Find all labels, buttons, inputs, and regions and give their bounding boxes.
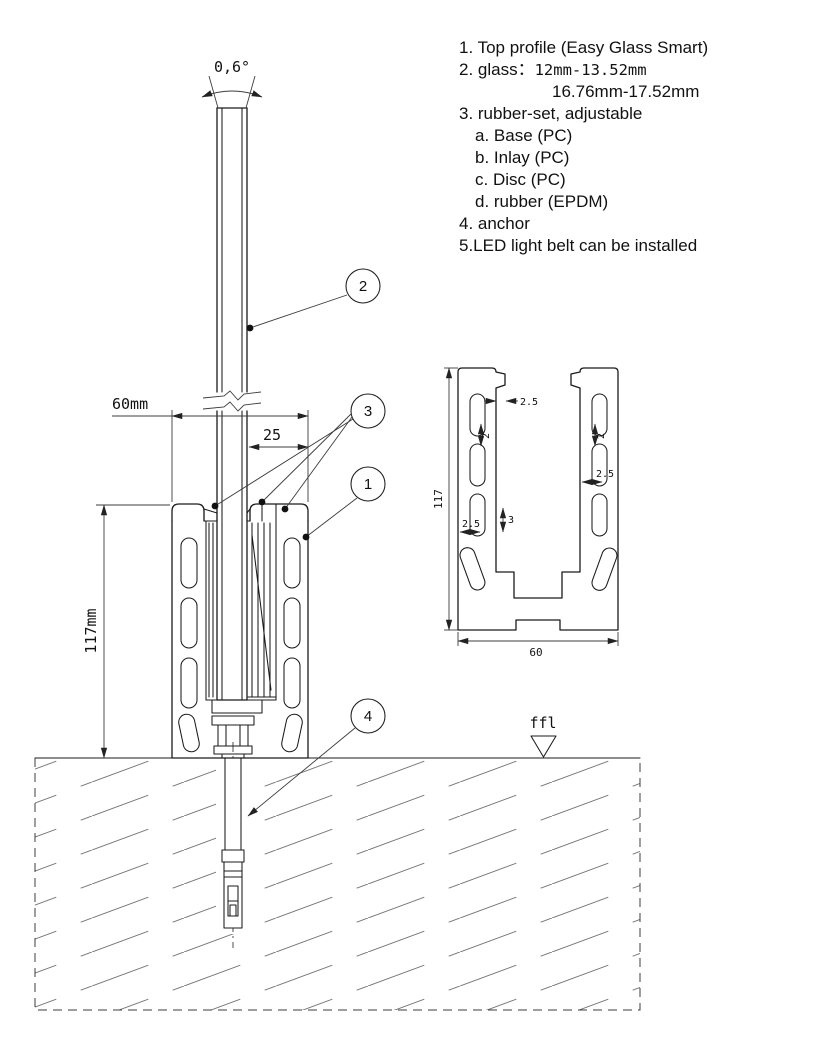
callout-4-number: 4 <box>364 708 372 725</box>
leader-line <box>247 727 356 817</box>
wall-slot <box>283 537 301 589</box>
dimension-offset-25: 25 <box>248 426 309 451</box>
wall-slot <box>180 537 198 589</box>
legend-item-rubber-disc: c. Disc (PC) <box>475 170 566 189</box>
rubber-gasket-left <box>203 508 218 522</box>
detail-dim-rib-right-2: 2 <box>596 433 607 439</box>
section-slot <box>591 547 618 591</box>
section-slot <box>469 393 486 437</box>
callout-circle <box>345 268 381 304</box>
dimension-width-60mm: 60mm <box>112 395 309 502</box>
wall-slot <box>180 597 198 649</box>
concrete-hatch-fill <box>35 758 640 1010</box>
ffl-label: ffl <box>529 714 556 732</box>
legend-item-led: 5.LED light belt can be installed <box>459 236 698 255</box>
legend-glass-range-1: 12mm-13.52mm <box>534 61 647 79</box>
callout-rubber-set: 3 <box>211 393 386 513</box>
detail-dim-117: 117 <box>432 489 445 509</box>
break-line <box>202 390 262 401</box>
ffl-triangle-icon <box>530 735 557 758</box>
callout-circle <box>350 698 386 734</box>
washer-upper <box>211 715 255 726</box>
section-slot <box>591 393 608 437</box>
section-slot <box>591 493 608 537</box>
legend-glass-range-2: 16.76mm-17.52mm <box>552 82 700 101</box>
angle-arc <box>201 90 263 98</box>
base-channel-profile <box>171 503 309 759</box>
legend-item-rubber-set: 3. rubber-set, adjustable <box>459 104 643 123</box>
callout-2-number: 2 <box>359 278 367 295</box>
anchor-rod <box>224 757 242 851</box>
wall-slot <box>283 657 301 709</box>
dim-60mm-label: 60mm <box>112 395 148 413</box>
callout-anchor: 4 <box>247 698 386 817</box>
section-slot <box>469 493 486 537</box>
setting-block <box>211 699 263 714</box>
angle-label: 0,6° <box>214 58 250 76</box>
detail-cross-section <box>457 367 619 631</box>
legend: 1. Top profile (Easy Glass Smart) 2. gla… <box>459 37 811 257</box>
section-slot <box>459 547 486 591</box>
break-line <box>202 401 262 412</box>
detail-dim-rib-left-2: 2 <box>481 433 492 439</box>
dimension-height-117mm: 117mm <box>82 504 170 759</box>
detail-dim-wall-right-2-5: 2.5 <box>596 469 614 480</box>
legend-glass-label: 2. glass： <box>459 60 535 79</box>
callout-circle <box>350 466 386 502</box>
callout-3-number: 3 <box>364 403 372 420</box>
channel-right-lip <box>249 503 309 522</box>
channel-section-outline <box>457 367 619 631</box>
angle-annotation: 0,6° <box>201 58 263 109</box>
detail-dimensions: 117 60 2.5 2 2 2.5 2.5 3 <box>432 367 619 659</box>
leader-line <box>281 416 353 513</box>
leader-line <box>246 294 348 332</box>
wall-slot <box>178 713 200 753</box>
detail-dim-lip-2-5: 2.5 <box>520 397 538 408</box>
leader-line <box>302 497 358 541</box>
legend-item-rubber-base: a. Base (PC) <box>475 126 573 145</box>
detail-dim-rib-3: 3 <box>508 515 514 526</box>
legend-item-rubber-inlay: b. Inlay (PC) <box>475 148 570 167</box>
ground-hatch <box>34 757 641 1011</box>
dim-117mm-label: 117mm <box>82 608 100 653</box>
ground-dashed-border <box>34 758 641 1011</box>
channel-outer-walls <box>171 520 309 759</box>
section-slot <box>469 443 486 487</box>
legend-item-glass: 2. glass：12mm-13.52mm <box>459 59 811 81</box>
anchor-sleeve <box>223 861 243 929</box>
channel-left-lip <box>171 503 205 522</box>
detail-dim-wall-left-2-5: 2.5 <box>462 519 480 530</box>
wall-slot <box>283 597 301 649</box>
legend-item-top-profile: 1. Top profile (Easy Glass Smart) <box>459 38 709 57</box>
leader-line <box>211 418 354 510</box>
leader-line <box>258 413 352 506</box>
detail-dim-60: 60 <box>529 646 542 659</box>
anchor-collar <box>221 849 245 863</box>
callout-top-profile: 1 <box>302 466 386 541</box>
callout-1-number: 1 <box>364 476 372 493</box>
glass-panel <box>202 107 262 701</box>
legend-item-anchor: 4. anchor <box>459 214 530 233</box>
anchor-bolt <box>216 742 250 948</box>
legend-item-rubber-epdm: d. rubber (EPDM) <box>475 192 609 211</box>
dim-25-label: 25 <box>263 426 281 444</box>
callout-circle <box>350 393 386 429</box>
section-slot <box>591 443 608 487</box>
callout-glass: 2 <box>246 268 381 332</box>
ffl-marker: ffl <box>529 714 557 758</box>
wall-slot <box>281 713 303 753</box>
wall-slot <box>180 657 198 709</box>
